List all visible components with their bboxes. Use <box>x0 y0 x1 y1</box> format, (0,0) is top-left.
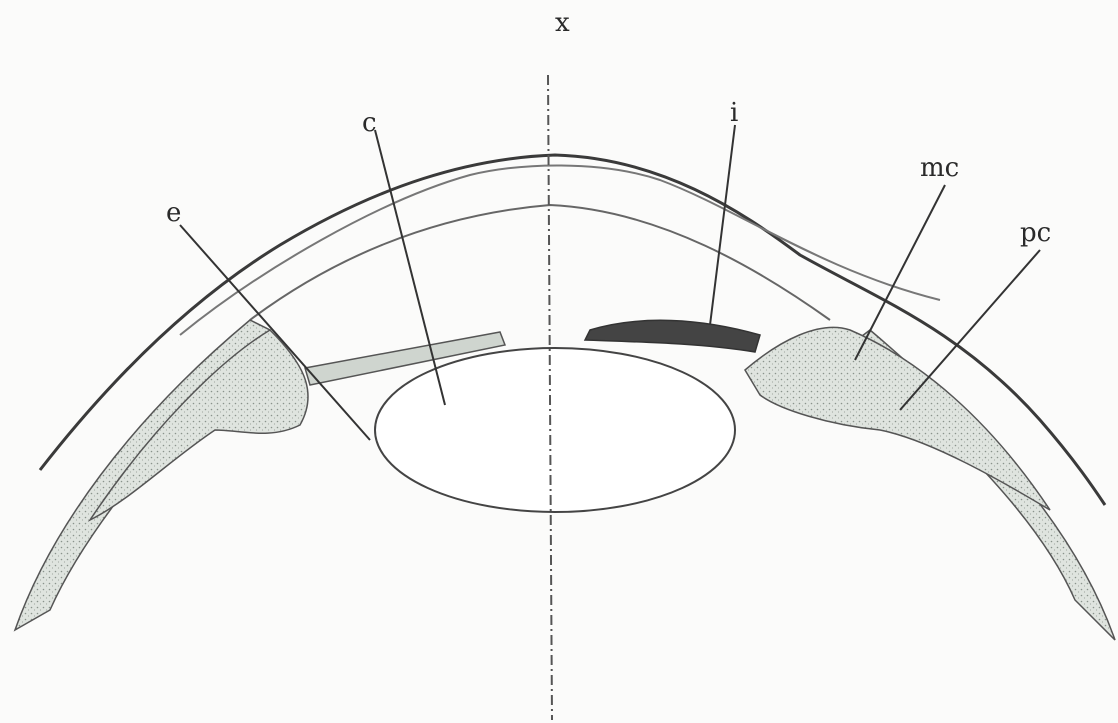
lens <box>375 348 735 512</box>
label-mc: mc <box>920 155 959 181</box>
conjunctiva-line <box>180 165 940 335</box>
iris-right <box>585 320 760 352</box>
leader-i <box>710 125 735 325</box>
cornea-inner-line <box>250 205 830 320</box>
leader-pc <box>900 250 1040 410</box>
ciliary-body-left <box>90 330 308 520</box>
label-axis-x: x <box>555 10 570 36</box>
leader-mc <box>855 185 945 360</box>
label-c: c <box>362 110 377 136</box>
label-i: i <box>730 100 738 126</box>
label-pc: pc <box>1020 220 1051 246</box>
label-e: e <box>166 200 181 226</box>
ciliary-body-right <box>745 327 1050 510</box>
